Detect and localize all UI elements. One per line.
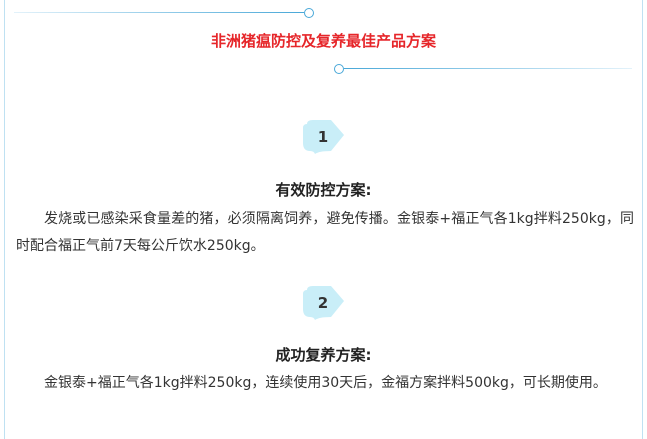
bottom-divider-line xyxy=(344,68,632,69)
section-2-heading: 成功复养方案: xyxy=(275,346,372,364)
section-2-badge: 2 xyxy=(301,284,345,322)
heart-badge-icon xyxy=(303,286,344,320)
top-divider-circle-icon xyxy=(304,8,314,18)
section-2-number: 2 xyxy=(317,294,329,312)
heart-badge-icon xyxy=(303,120,344,154)
bottom-divider-circle-icon xyxy=(334,64,344,74)
top-divider-line xyxy=(14,12,304,13)
section-2-body: 金银泰+福正气各1kg拌料250kg，连续使用30天后，金福方案拌料500kg，… xyxy=(44,375,607,391)
section-1-heading: 有效防控方案: xyxy=(275,181,372,199)
left-border xyxy=(4,0,5,439)
section-1-body: 发烧或已感染采食量差的猪，必须隔离饲养，避免传播。金银泰+福正气各1kg拌料25… xyxy=(16,211,634,254)
page-title: 非洲猪瘟防控及复养最佳产品方案 xyxy=(210,32,436,50)
section-1-badge: 1 xyxy=(301,118,345,156)
right-border xyxy=(642,0,643,439)
section-1-number: 1 xyxy=(317,128,329,146)
